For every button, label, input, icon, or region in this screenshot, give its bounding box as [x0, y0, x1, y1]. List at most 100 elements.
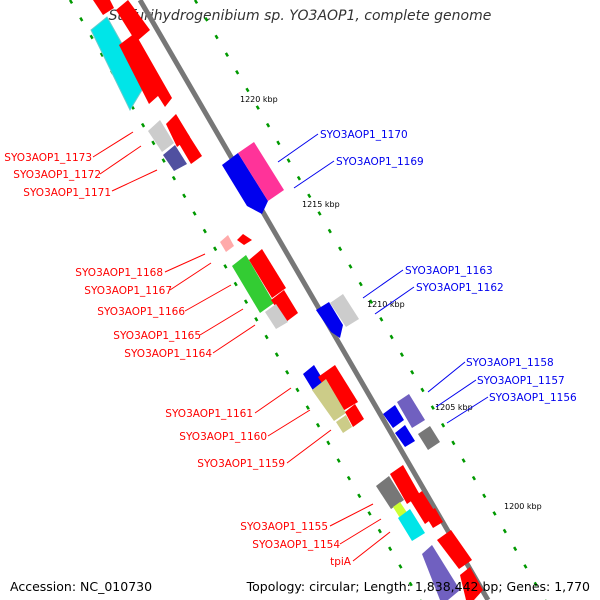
scale-tick — [377, 528, 382, 534]
gene-label: SYO3AOP1_1160 — [179, 431, 267, 443]
gene-red-1159 — [345, 404, 364, 427]
map-title: Sulfurihydrogenibium sp. YO3AOP1, comple… — [108, 8, 492, 24]
scale-tick — [389, 334, 394, 340]
scale-tick — [471, 475, 477, 481]
scale-tick — [523, 564, 528, 569]
scale-tick — [358, 281, 363, 287]
gene-labels-right: SYO3AOP1_1170 SYO3AOP1_1169 SYO3AOP1_116… — [320, 129, 577, 404]
gene-olive-1160 — [312, 379, 346, 421]
scale-tick — [399, 352, 404, 357]
scale-tick — [254, 317, 259, 322]
scale-tick — [79, 17, 84, 22]
scale-tick — [295, 387, 300, 393]
scale-tick — [388, 546, 393, 552]
scale-tick — [305, 405, 310, 410]
gene-purple-bottom — [422, 545, 460, 600]
scale-tick — [367, 511, 372, 516]
scale-tick — [451, 440, 456, 446]
gene-red-1155 — [390, 465, 420, 504]
gene-red-arrow-1167 — [237, 234, 252, 245]
gene-label: SYO3AOP1_1159 — [197, 458, 285, 470]
gene-grey-1173 — [148, 120, 174, 152]
gene-small-1168 — [220, 235, 234, 252]
gene-label: SYO3AOP1_1173 — [4, 152, 92, 164]
gene-olive-1159 — [336, 415, 352, 433]
scale-tick — [161, 158, 166, 163]
scale-tick — [420, 387, 425, 393]
scale-tick — [368, 299, 374, 305]
gene-label: SYO3AOP1_1168 — [75, 267, 163, 279]
scale-tick — [492, 511, 497, 516]
scale-tick — [379, 317, 384, 322]
scale-tick — [151, 140, 156, 146]
scale-tick — [245, 87, 250, 93]
scale-tick — [193, 0, 199, 5]
scale-tick — [502, 528, 507, 534]
scale-label-1215: 1215 kbp — [302, 200, 340, 209]
scale-tick — [140, 122, 146, 128]
gene-red-left-1 — [116, 0, 150, 42]
gene-red-left-2 — [119, 33, 172, 107]
scale-tick — [264, 334, 269, 340]
scale-tick — [513, 546, 518, 552]
gene-label: SYO3AOP1_1167 — [84, 285, 172, 297]
scale-tick — [307, 193, 312, 199]
scale-tick — [317, 211, 322, 216]
scale-tick — [274, 352, 279, 357]
scale-tick — [285, 369, 290, 375]
gene-blue-1158 — [383, 405, 404, 428]
gene-label: SYO3AOP1_1169 — [336, 156, 424, 168]
gene-purple-1157 — [397, 394, 425, 428]
scale-tick — [336, 458, 341, 463]
gene-grey-1155 — [376, 476, 404, 509]
scale-tick — [223, 264, 228, 269]
leader-lines-right — [277, 133, 489, 424]
scale-tick — [430, 405, 435, 410]
scale-tick — [265, 122, 271, 128]
gene-label: SYO3AOP1_1161 — [165, 408, 253, 420]
scale-tick — [99, 52, 104, 57]
gene-red-1165 — [271, 290, 298, 322]
scale-tick — [182, 193, 187, 199]
gene-red-left-4 — [178, 134, 202, 164]
gene-cyan-tpiA — [398, 509, 425, 541]
gene-blue-1157 — [395, 425, 415, 447]
scale-tick — [348, 264, 353, 269]
gene-label: SYO3AOP1_1154 — [252, 539, 340, 551]
scale-labels: 1220 kbp 1215 kbp 1210 kbp 1205 kbp 1200… — [240, 95, 542, 511]
gene-label: SYO3AOP1_1165 — [113, 330, 201, 342]
scale-tick — [202, 228, 207, 234]
scale-label-1210: 1210 kbp — [367, 300, 405, 309]
scale-tick — [171, 175, 177, 181]
scale-tick — [338, 246, 343, 252]
gene-green-1166 — [232, 255, 274, 313]
gene-red-1161 — [318, 365, 358, 412]
gene-red-bottom-1 — [437, 530, 472, 569]
scale-tick — [357, 493, 362, 499]
scale-tick — [68, 0, 74, 5]
leader-lines-left — [92, 131, 391, 562]
gene-grey-1162 — [330, 294, 359, 327]
scale-tick — [296, 175, 302, 181]
gene-label: tpiA — [330, 556, 352, 568]
scale-tick — [276, 140, 281, 146]
gene-grey-1164 — [265, 304, 288, 329]
gene-label: SYO3AOP1_1163 — [405, 265, 493, 277]
scale-tick — [214, 34, 219, 40]
accession-text: Accession: NC_010730 — [10, 579, 153, 594]
scale-tick — [315, 422, 321, 428]
scale-tick — [243, 299, 249, 305]
genome-backbone — [137, 0, 491, 600]
scale-tick — [461, 458, 466, 463]
gene-red-1166a — [249, 249, 286, 298]
gene-red-bottom-2 — [460, 567, 483, 600]
gene-label: SYO3AOP1_1164 — [124, 348, 212, 360]
scale-tick — [346, 475, 352, 481]
scale-label-1200: 1200 kbp — [504, 502, 542, 511]
gene-grey-1156 — [418, 426, 440, 450]
gene-label: SYO3AOP1_1170 — [320, 129, 408, 141]
scale-tick — [482, 493, 487, 499]
scale-tick — [204, 17, 209, 22]
gene-red-top — [93, 0, 114, 15]
